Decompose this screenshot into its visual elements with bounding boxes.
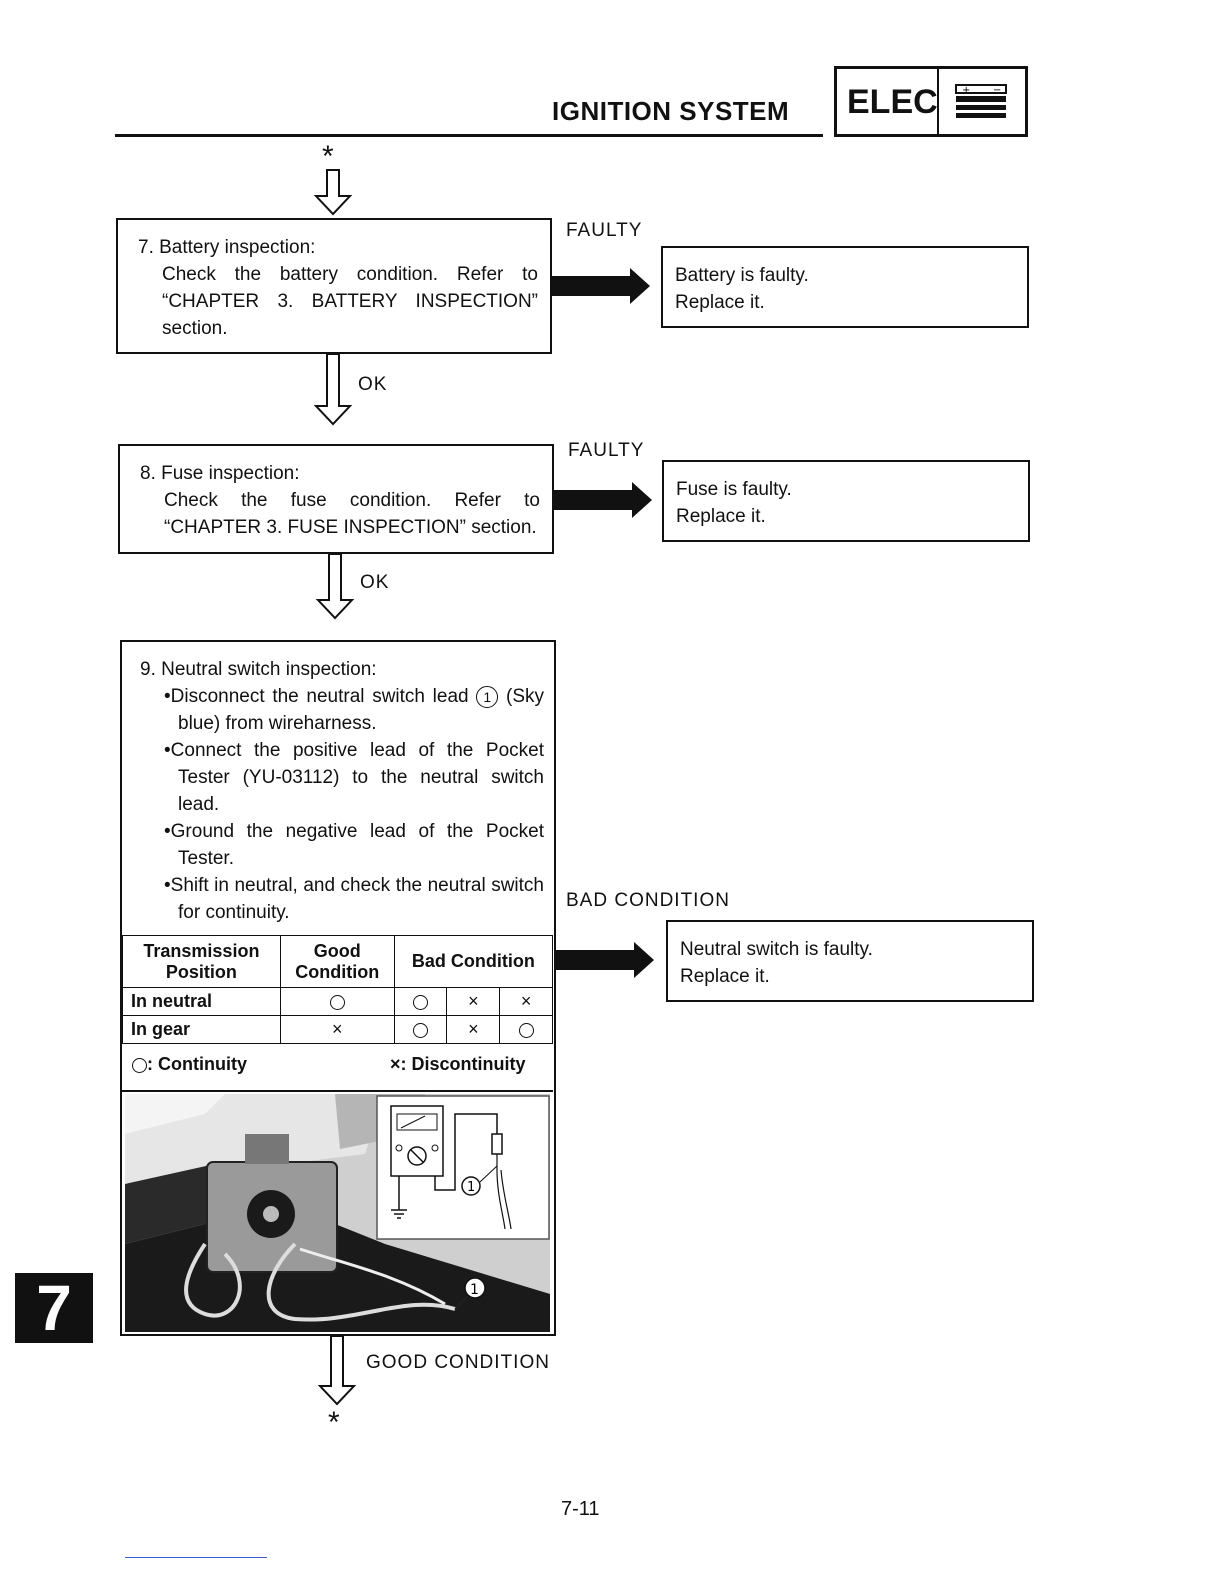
right-arrow-icon (554, 942, 654, 978)
legend-discontinuity: ×: Discontinuity (390, 1054, 526, 1074)
step9-result-line1: Neutral switch is faulty. (680, 939, 873, 960)
right-arrow-icon (552, 482, 652, 518)
section-tag: ELEC (847, 83, 938, 121)
step9-title: 9. Neutral switch inspection: (140, 659, 377, 680)
legend-divider (122, 1090, 553, 1092)
page-number: 7-11 (561, 1498, 600, 1520)
step8-branch-label: FAULTY (568, 440, 645, 461)
discontinuity-symbol: × (446, 987, 501, 1016)
row-label-neutral: In neutral (122, 987, 281, 1016)
step7-box: 7. Battery inspection: Check the battery… (116, 218, 552, 354)
discontinuity-symbol: × (446, 1015, 501, 1044)
step7-ok-label: OK (358, 374, 388, 395)
end-marker: * (328, 1406, 340, 1439)
down-arrow-icon (313, 353, 353, 426)
svg-text:+: + (962, 85, 970, 96)
callout-1: 1 (476, 685, 499, 708)
chapter-tab-number: 7 (36, 1272, 72, 1344)
continuity-table: Transmission Position Good Condition Bad… (122, 935, 554, 1044)
step8-body: Check the fuse condition. Refer to “CHAP… (164, 490, 540, 538)
legend-continuity: : Continuity (132, 1054, 247, 1075)
step9-bullet-2: •Connect the positive lead of the Pocket… (164, 740, 544, 815)
right-arrow-icon (550, 268, 650, 304)
continuity-symbol (393, 1015, 448, 1044)
step9-result-box: Neutral switch is faulty. Replace it. (666, 920, 1034, 1002)
step9-good-label: GOOD CONDITION (366, 1352, 550, 1373)
tester-photo: 1 1 (125, 1094, 550, 1332)
step7-result-line1: Battery is faulty. (675, 265, 809, 286)
step7-branch-label: FAULTY (566, 220, 643, 241)
down-arrow-icon (315, 553, 355, 620)
discontinuity-symbol: × (279, 1015, 395, 1044)
step7-title: 7. Battery inspection: (138, 237, 316, 258)
section-tag-divider (937, 69, 939, 135)
step9-box: 9. Neutral switch inspection: •Disconnec… (120, 640, 556, 1336)
row-label-gear: In gear (122, 1015, 281, 1044)
step8-title: 8. Fuse inspection: (140, 463, 300, 484)
col-header-good: Good Condition (279, 935, 395, 988)
page-title: IGNITION SYSTEM (552, 96, 790, 126)
step9-branch-label: BAD CONDITION (566, 890, 730, 911)
continuity-symbol (393, 987, 448, 1016)
step9-result-line2: Replace it. (680, 966, 770, 987)
down-arrow-icon (317, 1335, 357, 1406)
battery-icon: + − (955, 84, 1007, 118)
photo-callout: 1 (470, 1282, 479, 1298)
step8-box: 8. Fuse inspection: Check the fuse condi… (118, 444, 554, 554)
schematic-callout: 1 (467, 1180, 475, 1195)
svg-text:−: − (993, 85, 1001, 96)
step7-result-box: Battery is faulty. Replace it. (661, 246, 1029, 328)
col-header-bad: Bad Condition (393, 935, 554, 988)
step7-body: Check the battery condition. Refer to “C… (162, 264, 538, 339)
step9-bullet-3: •Ground the negative lead of the Pocket … (164, 821, 544, 869)
continuity-symbol (279, 987, 395, 1016)
continuity-symbol (499, 1015, 553, 1044)
discontinuity-symbol: × (499, 987, 553, 1016)
step7-result-line2: Replace it. (675, 292, 765, 313)
step8-result-line2: Replace it. (676, 506, 766, 527)
table-row: In gear × × (122, 1015, 553, 1044)
down-arrow-icon (313, 169, 353, 216)
step9-bullet-1: •Disconnect the neutral switch lead 1 (S… (164, 685, 545, 734)
start-marker: * (322, 140, 334, 173)
bottom-rule (125, 1557, 267, 1558)
chapter-tab: 7 (15, 1273, 93, 1343)
step8-result-line1: Fuse is faulty. (676, 479, 792, 500)
header-rule (115, 134, 823, 137)
step8-result-box: Fuse is faulty. Replace it. (662, 460, 1030, 542)
col-header-position: Transmission Position (122, 935, 281, 988)
step8-ok-label: OK (360, 572, 390, 593)
table-row: In neutral × × (122, 987, 553, 1016)
section-tag-box: ELEC + − (834, 66, 1028, 137)
step9-bullet-4: •Shift in neutral, and check the neutral… (164, 875, 544, 923)
